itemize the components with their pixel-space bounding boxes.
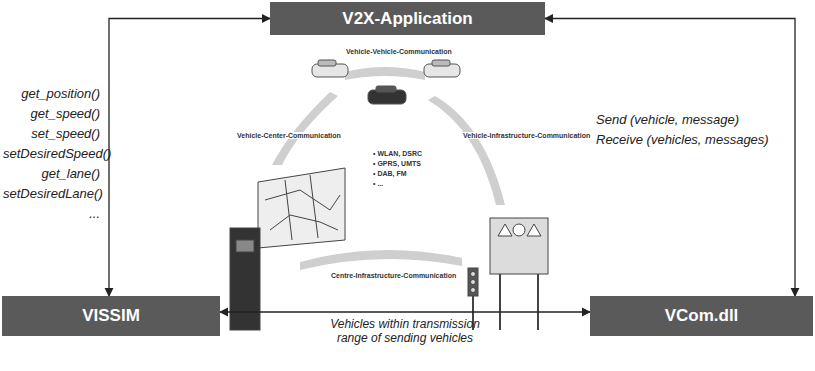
illustration-label: • WLAN, DSRC [372, 150, 423, 157]
interface-label: get_speed() [31, 106, 100, 121]
communication-box: VCom.dll [590, 296, 813, 336]
illustration-label: Vehicle-Vehicle-Communication [345, 48, 453, 55]
connector-arrow [220, 311, 590, 312]
illustration-label: Centre-Infrastructure-Communication [330, 272, 457, 279]
interface-label: get_lane() [41, 166, 100, 181]
illustration-label: Vehicle-Infrastructure-Communication [462, 132, 591, 139]
interface-label: Receive (vehicles, messages) [596, 132, 769, 147]
interface-label: setDesiredLane() [3, 186, 103, 201]
box-title: VCom.dll [665, 306, 739, 326]
interface-label: ... [89, 206, 100, 221]
illustration-label: • ... [372, 180, 384, 187]
simulator-box: VISSIM [2, 296, 220, 336]
interface-label: setDesiredSpeed() [3, 146, 111, 161]
edge-label: Vehicles within transmission range of se… [330, 318, 480, 346]
application-box: V2X-Application [270, 2, 545, 35]
connector-arrow [545, 19, 795, 297]
box-title: VISSIM [82, 306, 140, 326]
connector-arrow [109, 19, 270, 297]
interface-label: get_position() [21, 86, 100, 101]
interface-label: Send (vehicle, message) [596, 112, 739, 127]
illustration-label: Vehicle-Center-Communication [236, 132, 342, 139]
illustration-label: • GPRS, UMTS [372, 160, 422, 167]
box-title: V2X-Application [342, 9, 472, 29]
interface-label: set_speed() [31, 126, 100, 141]
illustration-label: • DAB, FM [372, 170, 408, 177]
